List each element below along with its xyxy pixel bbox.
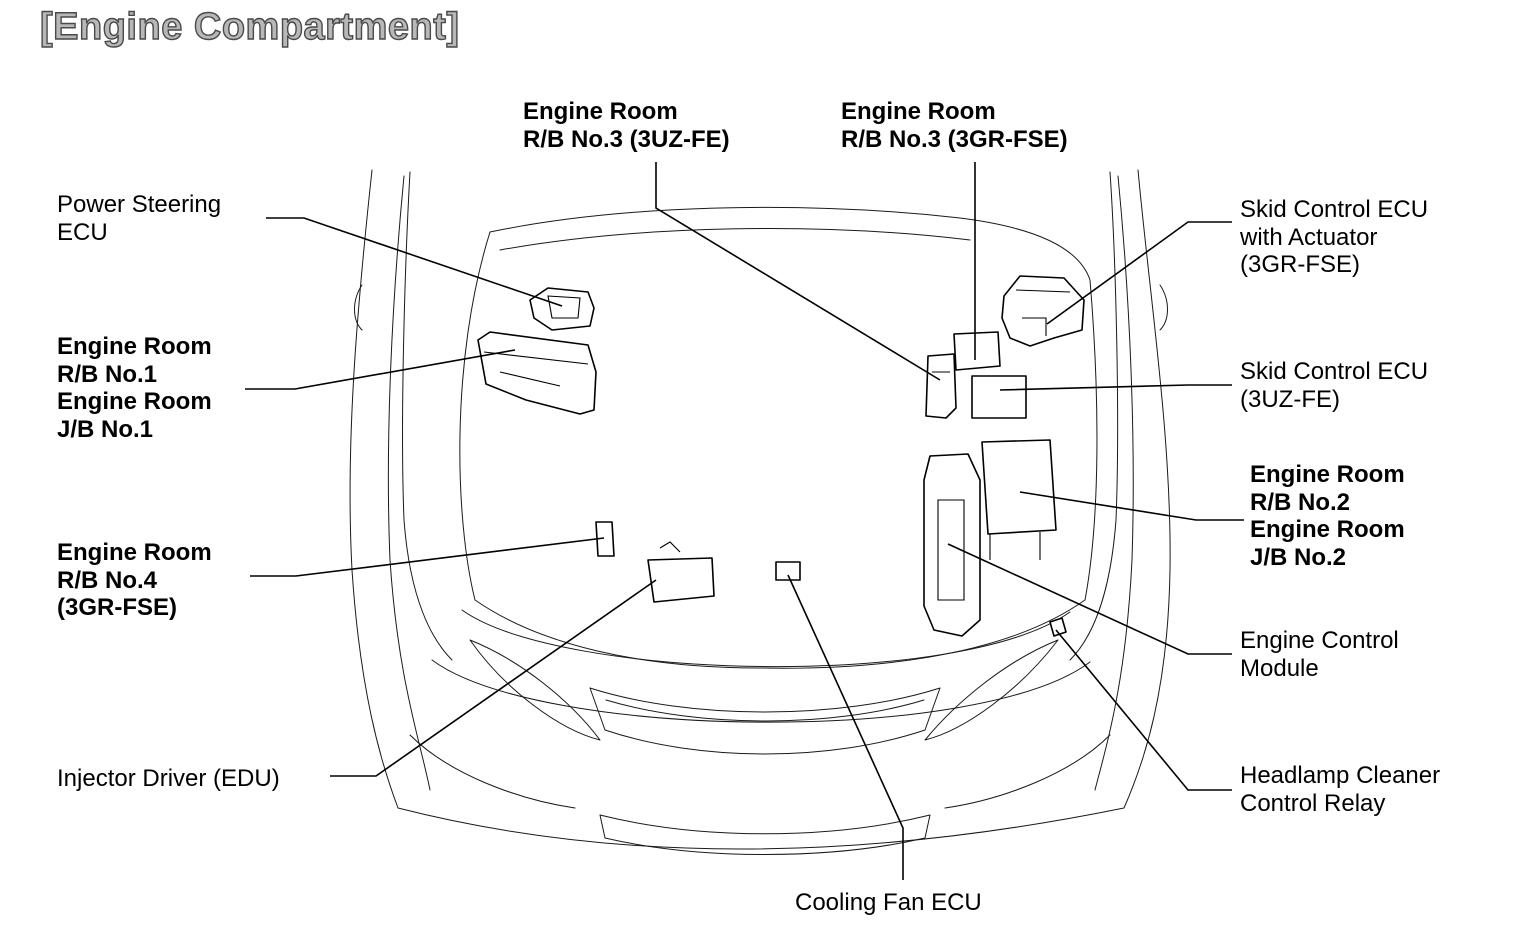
leader-lines <box>245 162 1244 880</box>
label-engine-control-module: Engine Control Module <box>1240 627 1399 682</box>
bumper-upper <box>431 659 1091 723</box>
label-rb3-3uz-fe: Engine Room R/B No.3 (3UZ-FE) <box>523 98 730 153</box>
hood-inner-line <box>499 228 971 251</box>
skid-control-actuator-part <box>1001 275 1085 347</box>
label-engine-room-rb1-jb1: Engine Room R/B No.1 Engine Room J/B No.… <box>57 333 212 443</box>
leader-rb3-3uz <box>655 162 941 381</box>
body-outline-outer <box>349 169 1171 850</box>
power-steering-ecu-part <box>529 287 595 331</box>
leader-engine-control-module <box>947 543 1232 655</box>
headlamp-cleaner-relay-part <box>1049 617 1067 637</box>
hood-outline <box>459 206 1098 669</box>
leader-engine-room-rb4 <box>250 537 605 577</box>
leader-engine-room-rb1 <box>245 349 516 390</box>
label-rb3-3gr-fse: Engine Room R/B No.3 (3GR-FSE) <box>841 98 1068 153</box>
headlamp-right <box>924 639 1059 741</box>
label-skid-control-3uz: Skid Control ECU (3UZ-FE) <box>1240 358 1429 413</box>
grille <box>589 687 941 755</box>
label-skid-control-actuator: Skid Control ECU with Actuator (3GR-FSE) <box>1240 196 1429 278</box>
vehicle-outline <box>349 169 1171 855</box>
skid-control-3uz-part <box>971 375 1027 419</box>
label-power-steering-ecu: Power Steering ECU <box>57 191 222 246</box>
body-outline-inner-right <box>1094 175 1134 791</box>
fog-lamp-right <box>944 734 1111 809</box>
leader-headlamp-cleaner-relay <box>1055 629 1232 791</box>
fender-left <box>402 171 453 661</box>
engine-room-rb1-part <box>477 331 597 415</box>
label-cooling-fan-ecu: Cooling Fan ECU <box>795 889 982 916</box>
headlamp-left <box>469 639 601 741</box>
leader-skid-control-actuator <box>1046 221 1232 325</box>
mirror-left <box>354 284 363 331</box>
rb3-3gr-part <box>953 331 1001 371</box>
page-title: [Engine Compartment] <box>39 5 460 48</box>
label-engine-room-rb2-jb2: Engine Room R/B No.2 Engine Room J/B No.… <box>1250 461 1405 571</box>
fender-right <box>1069 171 1119 661</box>
mirror-right <box>1159 284 1168 331</box>
label-engine-room-rb4: Engine Room R/B No.4 (3GR-FSE) <box>57 539 212 621</box>
label-injector-driver: Injector Driver (EDU) <box>57 765 280 792</box>
hood-front-edge <box>461 609 1071 668</box>
engine-room-rb2-part <box>981 439 1057 560</box>
leader-injector-driver <box>330 579 657 777</box>
grille-inner <box>605 699 925 722</box>
bumper-lower <box>599 814 931 855</box>
engine-room-rb4-part <box>595 521 615 557</box>
injector-driver-part <box>647 541 715 603</box>
cooling-fan-ecu-part <box>775 561 801 581</box>
body-outline-inner <box>387 175 431 791</box>
leader-skid-control-3uz <box>999 384 1232 391</box>
leader-engine-room-rb2 <box>1019 491 1244 521</box>
leader-power-steering-ecu <box>266 217 563 307</box>
label-headlamp-cleaner-relay: Headlamp Cleaner Control Relay <box>1240 762 1441 817</box>
rb3-3uz-part <box>925 353 957 419</box>
fog-lamp-left <box>409 734 576 809</box>
leader-cooling-fan-ecu <box>787 574 904 880</box>
